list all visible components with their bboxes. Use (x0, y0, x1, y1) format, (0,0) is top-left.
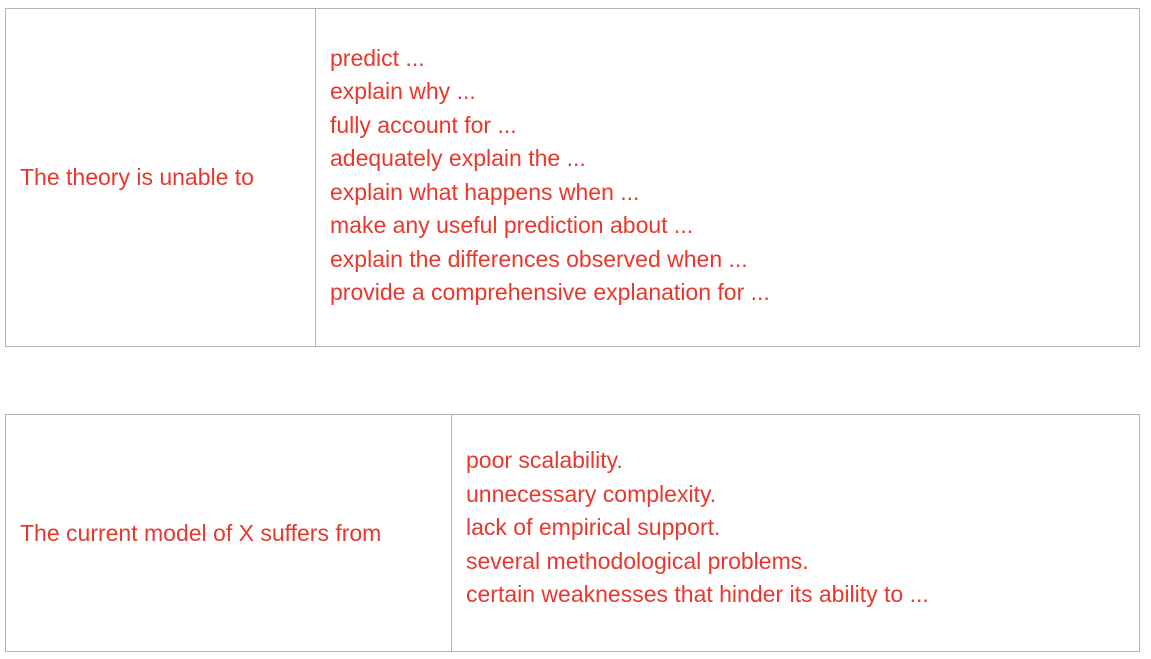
list-item: explain what happens when ... (330, 178, 640, 205)
phrase-list: predict ... explain why ... fully accoun… (316, 9, 1139, 346)
list-item: make any useful prediction about ... (330, 212, 694, 238)
list-item: explain the differences observed when ..… (330, 245, 748, 272)
phrase-table-theory: The theory is unable to predict ... expl… (5, 8, 1140, 347)
table-lead-phrase: The current model of X suffers from (6, 415, 452, 651)
list-item: provide a comprehensive explanation for … (330, 279, 770, 305)
list-item: predict ... (330, 44, 425, 71)
list-item: unnecessary complexity. (466, 480, 717, 507)
list-item: certain weaknesses that hinder its abili… (466, 581, 929, 608)
list-item: poor scalability. (466, 447, 623, 474)
list-item: several methodological problems. (466, 547, 809, 574)
table-lead-phrase: The theory is unable to (6, 9, 316, 346)
list-item: fully account for ... (330, 111, 517, 138)
phrase-list: poor scalability. unnecessary complexity… (452, 415, 1139, 651)
list-item: explain why ... (330, 78, 476, 104)
list-item: adequately explain the ... (330, 145, 586, 171)
phrase-table-model: The current model of X suffers from poor… (5, 414, 1140, 652)
list-item: lack of empirical support. (466, 514, 721, 541)
